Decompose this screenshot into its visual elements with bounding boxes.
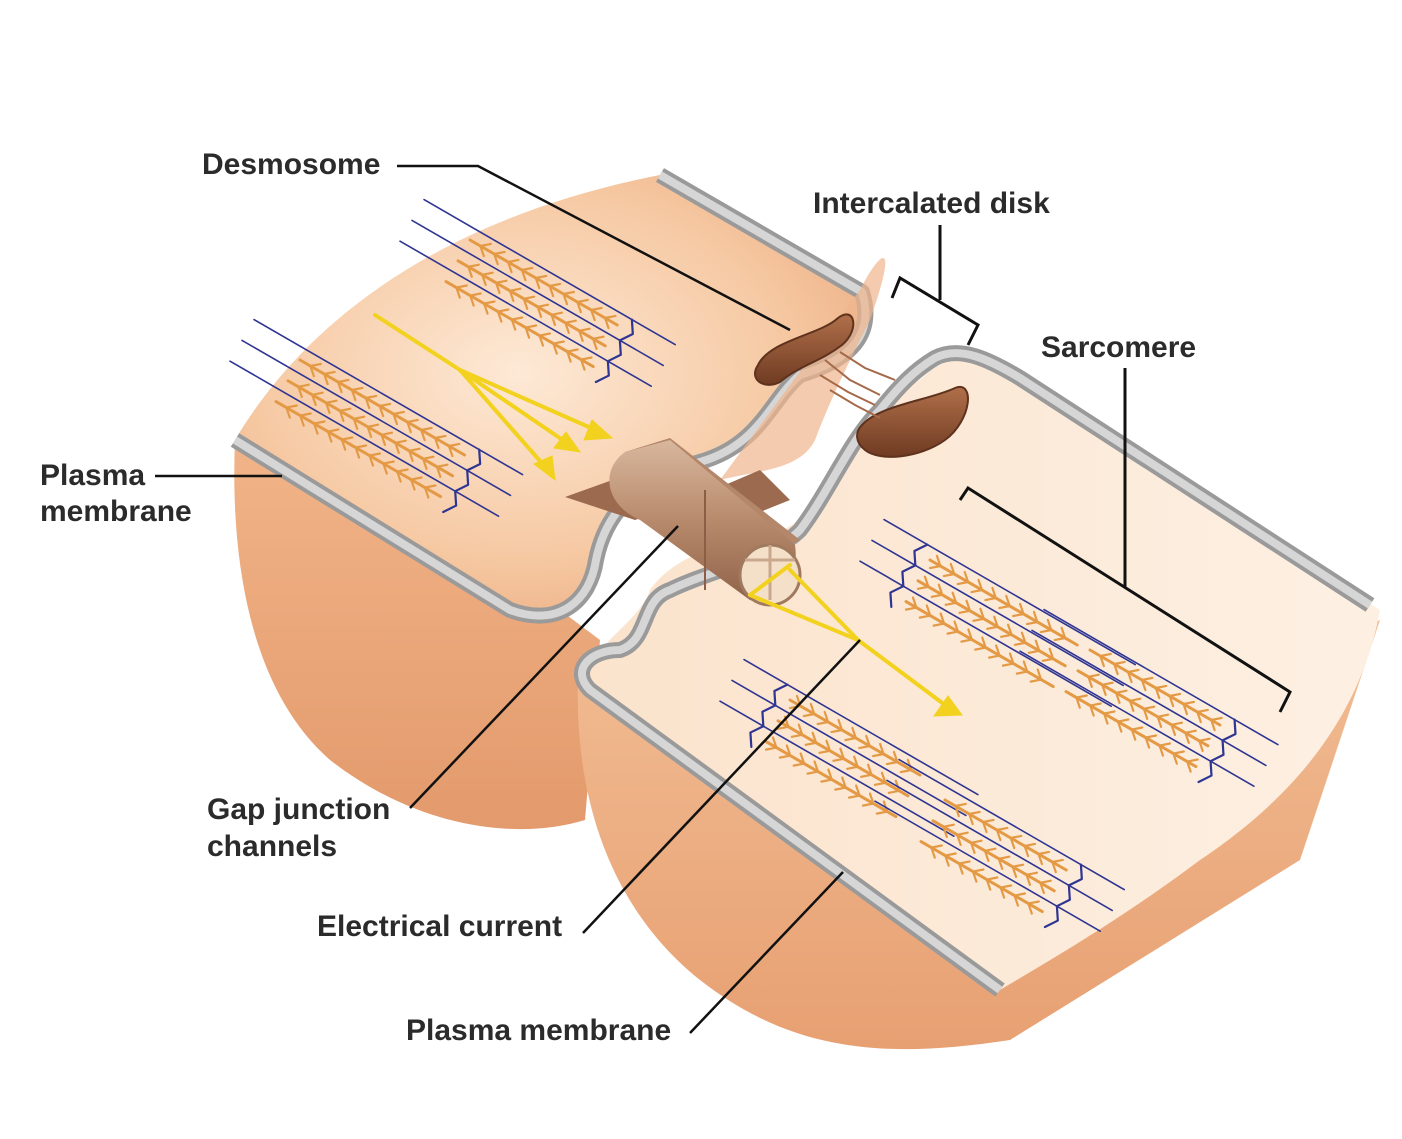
right-cell-top-face bbox=[578, 358, 1380, 990]
label-electrical-current: Electrical current bbox=[317, 910, 563, 943]
electrical-current-leader bbox=[582, 639, 861, 934]
leader-lines bbox=[155, 164, 861, 1034]
myofibril-right-a bbox=[859, 518, 1136, 707]
sarcomere-bracket bbox=[958, 485, 1292, 713]
label-gap-junction-line2: channels bbox=[207, 830, 338, 863]
myofibril-left-upper bbox=[399, 198, 676, 387]
gap-junction-leader bbox=[409, 525, 679, 809]
intercalated-disk-bracket bbox=[890, 275, 980, 346]
label-intercalated-disk: Intercalated disk bbox=[813, 187, 1050, 220]
myofibril-bottom-a bbox=[719, 658, 979, 837]
myofibril-left-lower bbox=[229, 318, 524, 517]
myofibril-right-b bbox=[1019, 608, 1279, 787]
label-plasma-membrane-left-line2: membrane bbox=[40, 495, 192, 528]
electrical-current-arrows bbox=[373, 313, 963, 717]
desmosome-leader bbox=[397, 164, 791, 332]
myofibrils bbox=[229, 198, 1279, 932]
label-plasma-membrane-left-line1: Plasma bbox=[40, 459, 146, 492]
label-sarcomere: Sarcomere bbox=[1041, 331, 1197, 364]
myofibril-bottom-b bbox=[874, 758, 1126, 932]
desmosome-lower bbox=[856, 385, 969, 458]
label-plasma-membrane-bottom: Plasma membrane bbox=[406, 1014, 672, 1047]
left-cell-side-face bbox=[234, 440, 600, 830]
plasma-membrane-bottom-leader bbox=[689, 871, 844, 1034]
desmosome-upper bbox=[754, 313, 855, 386]
left-cell-top-face bbox=[235, 175, 867, 614]
desmosome-filaments bbox=[819, 351, 896, 419]
gap-junction-channel bbox=[565, 438, 802, 607]
label-desmosome: Desmosome bbox=[202, 148, 381, 181]
label-gap-junction-line1: Gap junction bbox=[207, 793, 391, 826]
